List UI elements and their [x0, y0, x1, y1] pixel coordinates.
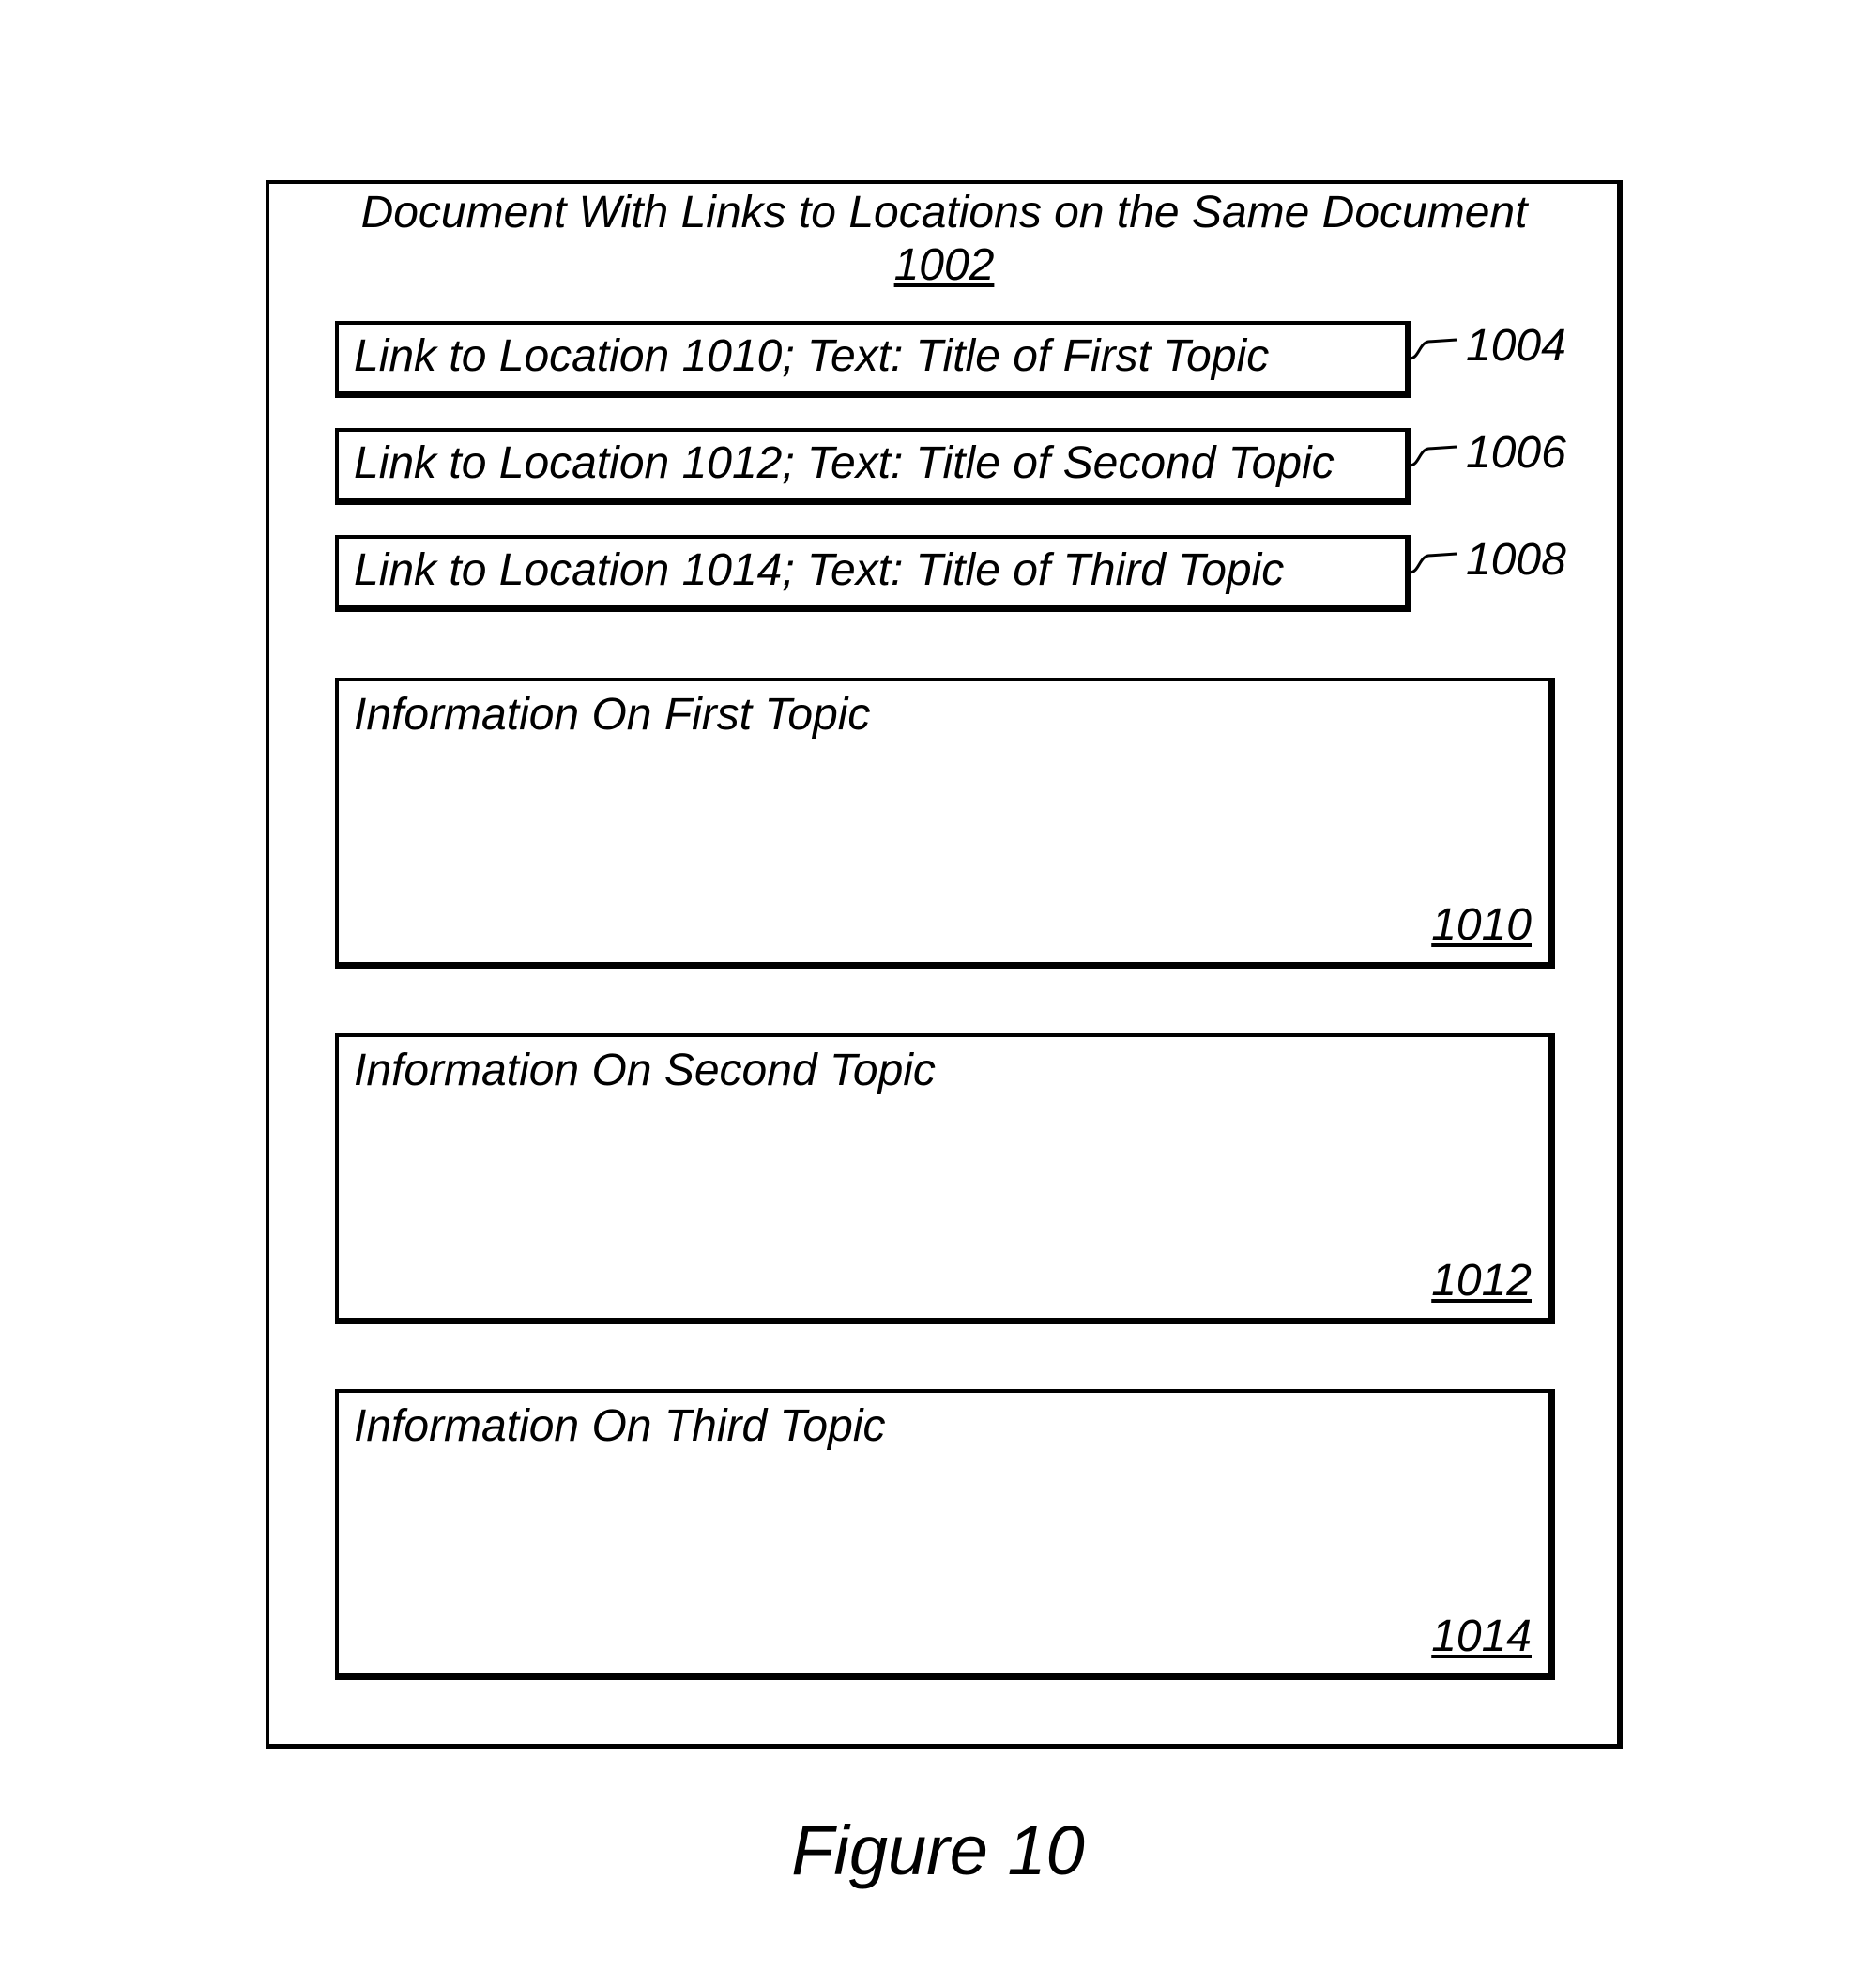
leader-line — [1408, 330, 1464, 368]
leader-line — [1408, 437, 1464, 475]
section-ref-number: 1012 — [1431, 1256, 1532, 1306]
section-second-topic: Information On Second Topic 1012 — [335, 1033, 1555, 1324]
link-ref-number: 1004 — [1466, 321, 1566, 372]
section-heading: Information On First Topic — [354, 689, 870, 741]
link-text: Link to Location 1014; Text: Title of Th… — [354, 544, 1284, 597]
section-heading: Information On Second Topic — [354, 1045, 936, 1097]
section-heading: Information On Third Topic — [354, 1400, 885, 1453]
section-third-topic: Information On Third Topic 1014 — [335, 1389, 1555, 1680]
link-ref-number: 1008 — [1466, 535, 1566, 586]
link-box-second-topic[interactable]: Link to Location 1012; Text: Title of Se… — [335, 428, 1411, 505]
link-text: Link to Location 1010; Text: Title of Fi… — [354, 330, 1269, 383]
link-ref-number: 1006 — [1466, 428, 1566, 479]
section-first-topic: Information On First Topic 1010 — [335, 678, 1555, 969]
document-title: Document With Links to Locations on the … — [266, 188, 1623, 238]
section-ref-number: 1014 — [1431, 1612, 1532, 1662]
section-ref-number: 1010 — [1431, 900, 1532, 951]
link-box-first-topic[interactable]: Link to Location 1010; Text: Title of Fi… — [335, 321, 1411, 398]
leader-line — [1408, 544, 1464, 582]
link-box-third-topic[interactable]: Link to Location 1014; Text: Title of Th… — [335, 535, 1411, 612]
link-text: Link to Location 1012; Text: Title of Se… — [354, 437, 1335, 490]
document-ref-number: 1002 — [266, 240, 1623, 291]
figure-caption: Figure 10 — [0, 1811, 1876, 1890]
